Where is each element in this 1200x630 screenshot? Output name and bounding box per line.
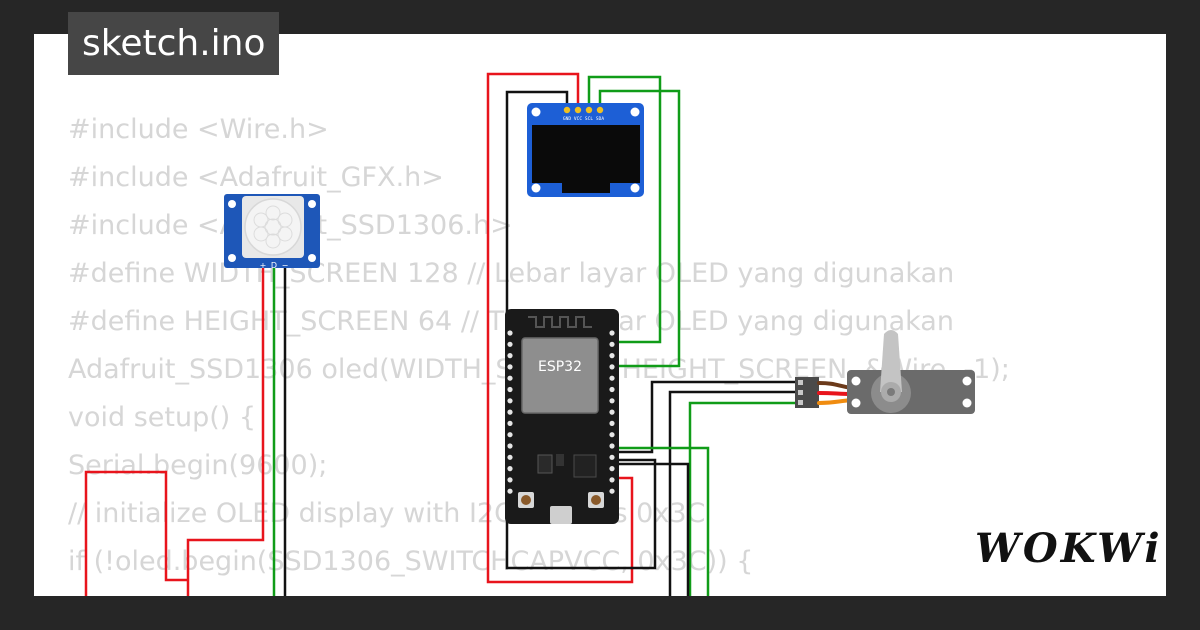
wire-pir-vcc[interactable]	[186, 268, 265, 600]
esp32-pin[interactable]	[609, 398, 615, 404]
esp32-pin[interactable]	[609, 454, 615, 460]
esp32-pin[interactable]	[507, 330, 513, 336]
code-line: #include <Adafruit_GFX.h>	[68, 162, 444, 193]
esp32-pin[interactable]	[507, 398, 513, 404]
oled-pin[interactable]	[574, 106, 582, 114]
wire-red-loop[interactable]	[84, 470, 188, 600]
wire-esp32-black[interactable]	[618, 462, 690, 600]
esp32-pin[interactable]	[507, 420, 513, 426]
code-line: #include <Wire.h>	[68, 114, 329, 145]
pir-dome	[244, 198, 302, 256]
code-line: if (!oled.begin(SSD1306_SWITCHCAPVCC, 0x…	[68, 546, 754, 577]
file-tab-label[interactable]: sketch.ino	[68, 12, 280, 75]
esp32-pin[interactable]	[507, 466, 513, 472]
esp32-pin[interactable]	[609, 466, 615, 472]
code-line: #define WIDTH_SCREEN 128 // Lebar layar …	[68, 258, 955, 289]
pir-sensor[interactable]: + D −	[224, 194, 320, 270]
esp32-pin[interactable]	[609, 364, 615, 370]
esp32-pin[interactable]	[609, 432, 615, 438]
esp32-pin[interactable]	[609, 477, 615, 483]
wires	[84, 72, 797, 600]
esp32-pin[interactable]	[507, 364, 513, 370]
oled-pin-label: SDA	[596, 116, 604, 122]
code-line: Serial.println(F("failed to start SSD130…	[68, 586, 1010, 596]
esp32-board[interactable]: ESP32	[505, 309, 619, 524]
esp32-pin[interactable]	[609, 375, 615, 381]
esp32-pin[interactable]	[609, 420, 615, 426]
esp32-module	[521, 337, 599, 414]
oled-pin-label: SCL	[585, 116, 593, 122]
oled-pin[interactable]	[563, 106, 571, 114]
antenna-trace	[528, 316, 592, 328]
esp32-pin[interactable]	[507, 488, 513, 494]
esp32-pin[interactable]	[507, 443, 513, 449]
oled-display[interactable]: GND VCC SCL SDA	[527, 103, 644, 197]
wire-oled-gnd[interactable]	[505, 90, 657, 570]
servo-horn[interactable]	[880, 330, 902, 392]
wokwi-logo: WOKWi	[975, 525, 1163, 572]
wire-oled-vcc[interactable]	[486, 72, 634, 584]
esp32-pin[interactable]	[507, 432, 513, 438]
esp32-pin[interactable]	[507, 353, 513, 359]
esp32-pin[interactable]	[609, 386, 615, 393]
esp32-pin[interactable]	[507, 454, 513, 460]
servo-motor[interactable]	[795, 330, 975, 414]
esp32-chip-label: ESP32	[538, 359, 582, 375]
esp32-pin[interactable]	[507, 341, 513, 347]
wire-esp32-green[interactable]	[618, 446, 710, 600]
esp32-pin[interactable]	[507, 375, 513, 381]
esp32-pin[interactable]	[609, 341, 615, 347]
esp32-pin[interactable]	[609, 409, 615, 415]
esp32-pin[interactable]	[609, 443, 615, 449]
pir-pin-label: +	[260, 261, 267, 270]
oled-pin-label: VCC	[574, 116, 582, 122]
esp32-pin[interactable]	[609, 330, 615, 336]
wire-servo-vcc[interactable]	[668, 390, 797, 600]
esp32-pin[interactable]	[507, 409, 513, 415]
oled-pin[interactable]	[585, 106, 593, 114]
usb-port	[550, 506, 572, 524]
esp32-pin[interactable]	[507, 477, 513, 483]
wire-servo-signal[interactable]	[688, 401, 797, 600]
wire-oled-sda[interactable]	[598, 89, 681, 368]
wire-servo-gnd[interactable]	[618, 380, 797, 454]
wire-oled-scl[interactable]	[587, 75, 662, 344]
code-line: void setup() {	[68, 402, 257, 433]
esp32-pin[interactable]	[609, 488, 615, 494]
esp32-pin[interactable]	[609, 353, 615, 359]
oled-pin-label: GND	[563, 116, 571, 122]
usb-uart-chip	[573, 454, 597, 478]
esp32-pin[interactable]	[507, 386, 513, 393]
oled-pin[interactable]	[596, 106, 604, 114]
pir-pin-label: D	[271, 261, 277, 270]
pir-pin-label: −	[282, 261, 289, 270]
